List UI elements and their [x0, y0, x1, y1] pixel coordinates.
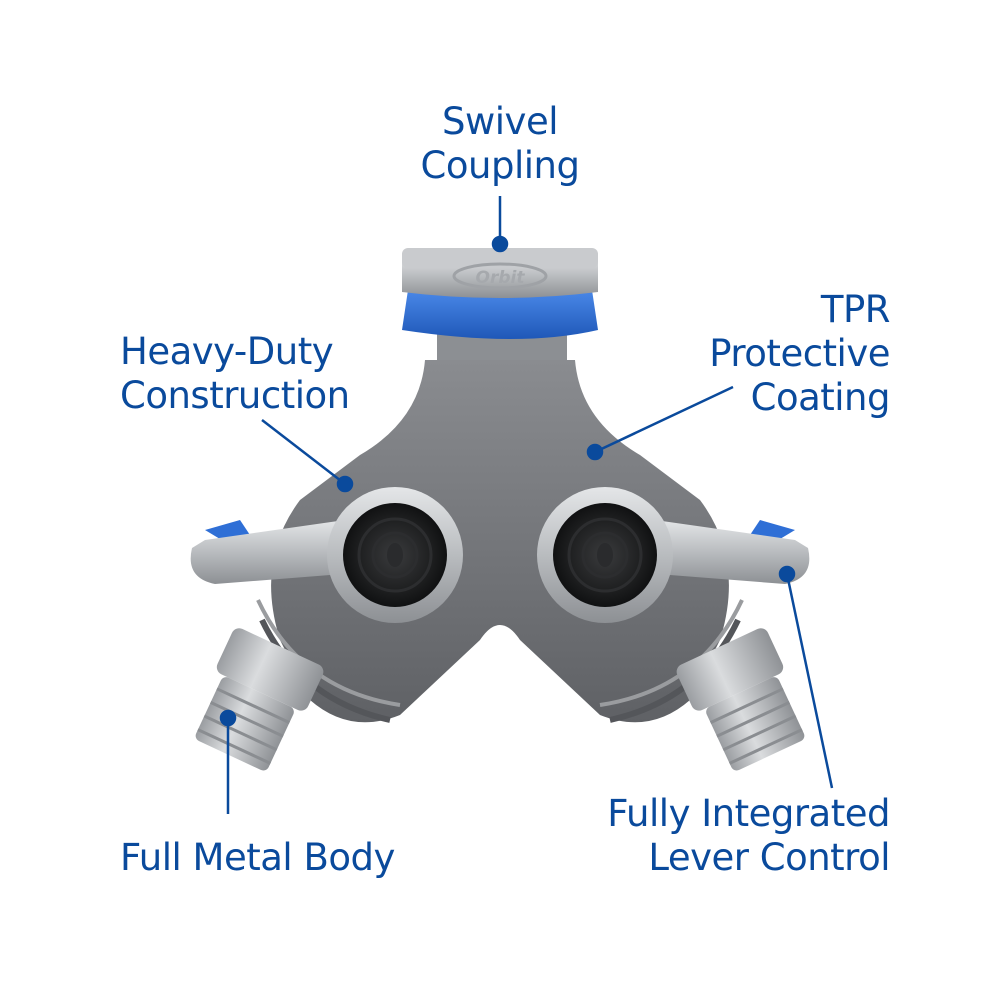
callout-leaders [219, 196, 834, 814]
right-metal-outlet [676, 628, 805, 771]
callout-line: Lever Control [648, 836, 890, 879]
callout-line: Protective [709, 332, 890, 375]
orbit-logo: Orbit [476, 268, 526, 288]
callout-line: Fully Integrated [607, 792, 890, 835]
callout-line: TPR [820, 288, 891, 331]
leader-tpr-coating [594, 385, 734, 454]
tpr-body-part [256, 360, 744, 723]
leader-heavy-duty [261, 419, 346, 485]
dot-heavy-duty [336, 475, 354, 493]
left-metal-outlet [195, 628, 324, 771]
callout-full-metal-body: Full Metal Body [120, 836, 395, 880]
left-lever-control [190, 487, 463, 623]
dot-full-metal-body [219, 709, 237, 727]
right-lever-control [537, 487, 810, 623]
callout-line: Coating [750, 376, 891, 419]
callout-line: Full Metal Body [120, 836, 395, 879]
callout-line: Construction [120, 374, 350, 417]
dot-tpr-coating [586, 443, 604, 461]
callout-line: Heavy-Duty [120, 330, 334, 373]
dot-swivel-coupling [491, 235, 509, 253]
callout-line: Swivel [442, 100, 558, 143]
callout-heavy-duty-construction: Heavy-Duty Construction [120, 330, 350, 418]
leader-lever-control [785, 573, 834, 789]
callout-fully-integrated-lever-control: Fully Integrated Lever Control [607, 792, 890, 880]
callout-line: Coupling [420, 144, 580, 187]
swivel-coupling-part: Orbit [402, 248, 598, 360]
dot-lever-control [778, 565, 796, 583]
callout-swivel-coupling: Swivel Coupling [395, 100, 605, 188]
callout-tpr-protective-coating: TPR Protective Coating [709, 288, 890, 420]
